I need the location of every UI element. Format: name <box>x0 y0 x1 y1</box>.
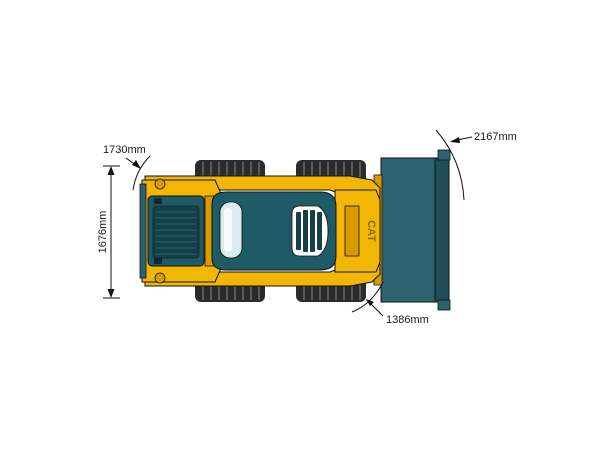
bucket-radius-dimension: 2167mm <box>435 129 517 201</box>
front-body-radius-dimension: 1386mm <box>351 281 429 326</box>
operator-cab <box>211 191 337 271</box>
rear-radius-dimension: 1730mm <box>103 144 151 191</box>
brand-mark: CAT <box>365 220 377 242</box>
width-dimension-label: 1676mm <box>97 211 109 254</box>
bucket-radius-label: 2167mm <box>474 131 517 143</box>
front-body-radius-label: 1386mm <box>386 314 429 326</box>
bucket <box>373 149 451 311</box>
width-dimension: 1676mm <box>97 165 120 299</box>
engine-cover <box>147 195 205 267</box>
rear-radius-label: 1730mm <box>103 144 146 156</box>
